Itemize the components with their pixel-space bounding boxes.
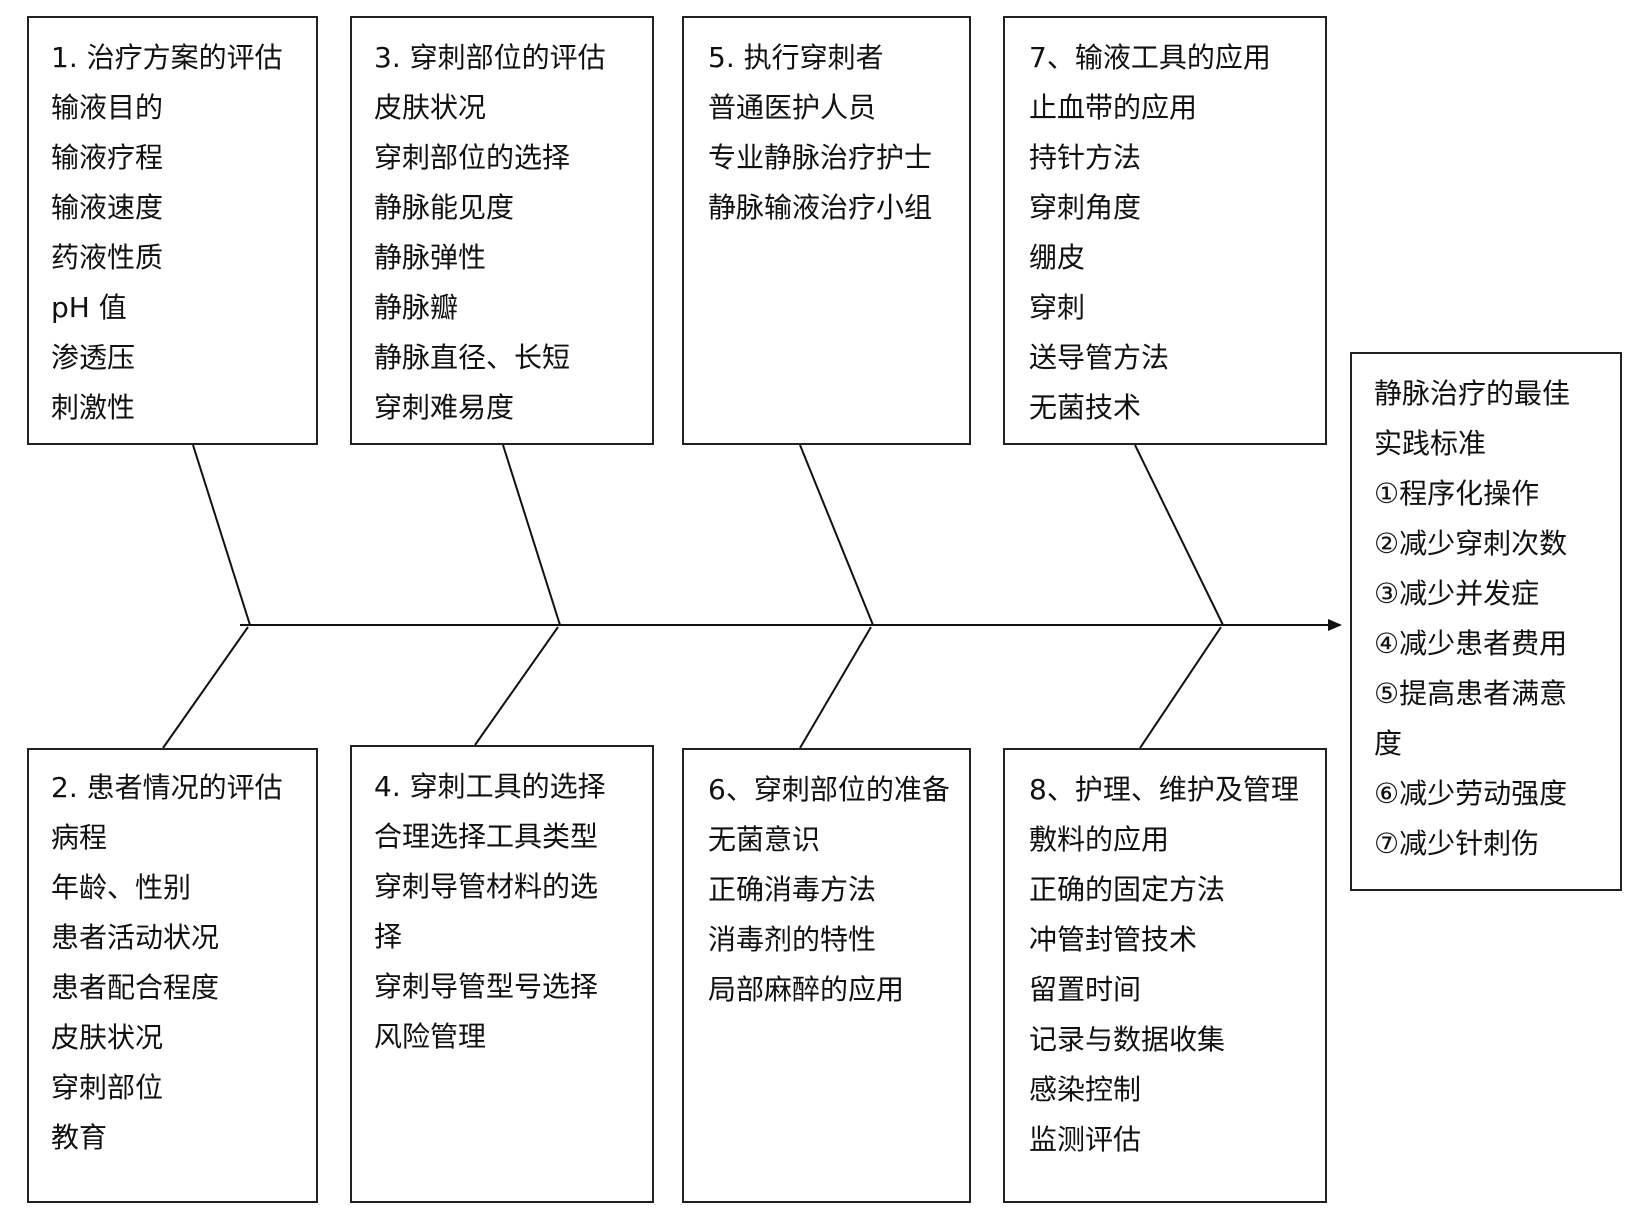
cause-item: 穿刺难易度 (374, 391, 515, 424)
cause-item: 监测评估 (1029, 1123, 1142, 1156)
cause-item: 渗透压 (51, 341, 136, 374)
cause-item: 正确的固定方法 (1029, 873, 1226, 906)
cause-item: 穿刺导管型号选择 (374, 970, 599, 1003)
effect-line: 度 (1374, 727, 1403, 760)
bone-8 (1139, 626, 1222, 749)
cause-item: 药液性质 (51, 241, 164, 274)
bone-2 (162, 626, 249, 749)
cause-item: 穿刺角度 (1029, 191, 1142, 224)
cause-item: 记录与数据收集 (1029, 1023, 1226, 1056)
cause-box-6: 6、穿刺部位的准备 无菌意识 正确消毒方法 消毒剂的特性 局部麻醉的应用 (682, 748, 971, 1203)
cause-item: pH 值 (51, 291, 127, 324)
cause-item: 患者配合程度 (51, 971, 220, 1004)
effect-line: ①程序化操作 (1374, 477, 1540, 510)
cause-item: 专业静脉治疗护士 (708, 141, 933, 174)
cause-title: 4. 穿刺工具的选择 (374, 770, 606, 803)
cause-item: 输液疗程 (51, 141, 164, 174)
cause-item: 送导管方法 (1029, 341, 1170, 374)
bone-1 (192, 444, 251, 626)
cause-item: 无菌技术 (1029, 391, 1142, 424)
cause-item: 局部麻醉的应用 (708, 973, 905, 1006)
cause-item: 感染控制 (1029, 1073, 1142, 1106)
cause-item: 留置时间 (1029, 973, 1142, 1006)
cause-item: 静脉能见度 (374, 191, 515, 224)
cause-item: 消毒剂的特性 (708, 923, 877, 956)
cause-title: 6、穿刺部位的准备 (708, 773, 950, 806)
cause-title: 7、输液工具的应用 (1029, 41, 1271, 74)
cause-title: 8、护理、维护及管理 (1029, 773, 1299, 806)
cause-item: 皮肤状况 (374, 91, 487, 124)
cause-item: 敷料的应用 (1029, 823, 1170, 856)
effect-line: ④减少患者费用 (1374, 627, 1568, 660)
cause-item: 择 (374, 920, 403, 953)
cause-item: 穿刺 (1029, 291, 1086, 324)
cause-item: 普通医护人员 (708, 91, 877, 124)
cause-title: 1. 治疗方案的评估 (51, 41, 283, 74)
bone-3 (502, 444, 561, 626)
cause-item: 年龄、性别 (51, 871, 192, 904)
cause-item: 风险管理 (374, 1020, 487, 1053)
cause-box-3: 3. 穿刺部位的评估 皮肤状况 穿刺部位的选择 静脉能见度 静脉弹性 静脉瓣 静… (350, 16, 654, 445)
cause-item: 患者活动状况 (51, 921, 220, 954)
cause-item: 静脉弹性 (374, 241, 487, 274)
cause-item: 皮肤状况 (51, 1021, 164, 1054)
effect-line: ⑥减少劳动强度 (1374, 777, 1568, 810)
effect-line: 实践标准 (1374, 427, 1487, 460)
bone-7 (1134, 444, 1224, 626)
cause-title: 2. 患者情况的评估 (51, 771, 283, 804)
cause-item: 输液速度 (51, 191, 164, 224)
cause-item: 合理选择工具类型 (374, 820, 599, 853)
cause-item: 静脉输液治疗小组 (708, 191, 933, 224)
cause-item: 穿刺导管材料的选 (374, 870, 599, 903)
bone-6 (799, 626, 872, 749)
cause-box-1: 1. 治疗方案的评估 输液目的 输液疗程 输液速度 药液性质 pH 值 渗透压 … (27, 16, 318, 445)
effect-line: 静脉治疗的最佳 (1374, 377, 1571, 410)
cause-item: 教育 (51, 1121, 108, 1154)
cause-item: 无菌意识 (708, 823, 821, 856)
cause-item: 绷皮 (1029, 241, 1086, 274)
cause-item: 穿刺部位的选择 (374, 141, 571, 174)
cause-item: 正确消毒方法 (708, 873, 877, 906)
cause-box-2: 2. 患者情况的评估 病程 年龄、性别 患者活动状况 患者配合程度 皮肤状况 穿… (27, 748, 318, 1203)
cause-box-5: 5. 执行穿刺者 普通医护人员 专业静脉治疗护士 静脉输液治疗小组 (682, 16, 971, 445)
cause-title: 3. 穿刺部位的评估 (374, 41, 606, 74)
effect-line: ②减少穿刺次数 (1374, 527, 1568, 560)
effect-line: ⑦减少针刺伤 (1374, 827, 1540, 860)
cause-item: 冲管封管技术 (1029, 923, 1198, 956)
cause-box-4: 4. 穿刺工具的选择 合理选择工具类型 穿刺导管材料的选 择 穿刺导管型号选择 … (350, 745, 654, 1203)
cause-item: 止血带的应用 (1029, 91, 1198, 124)
cause-box-8: 8、护理、维护及管理 敷料的应用 正确的固定方法 冲管封管技术 留置时间 记录与… (1003, 748, 1327, 1203)
bone-4 (474, 626, 559, 746)
cause-item: 刺激性 (51, 391, 136, 424)
bone-5 (799, 444, 874, 626)
effect-box: 静脉治疗的最佳 实践标准 ①程序化操作 ②减少穿刺次数 ③减少并发症 ④减少患者… (1350, 352, 1622, 891)
cause-item: 输液目的 (51, 91, 164, 124)
effect-line: ③减少并发症 (1374, 577, 1540, 610)
cause-item: 静脉瓣 (374, 291, 459, 324)
cause-box-7: 7、输液工具的应用 止血带的应用 持针方法 穿刺角度 绷皮 穿刺 送导管方法 无… (1003, 16, 1327, 445)
effect-line: ⑤提高患者满意 (1374, 677, 1568, 710)
cause-item: 穿刺部位 (51, 1071, 164, 1104)
cause-item: 病程 (51, 821, 108, 854)
cause-title: 5. 执行穿刺者 (708, 41, 884, 74)
cause-item: 持针方法 (1029, 141, 1142, 174)
cause-item: 静脉直径、长短 (374, 341, 571, 374)
